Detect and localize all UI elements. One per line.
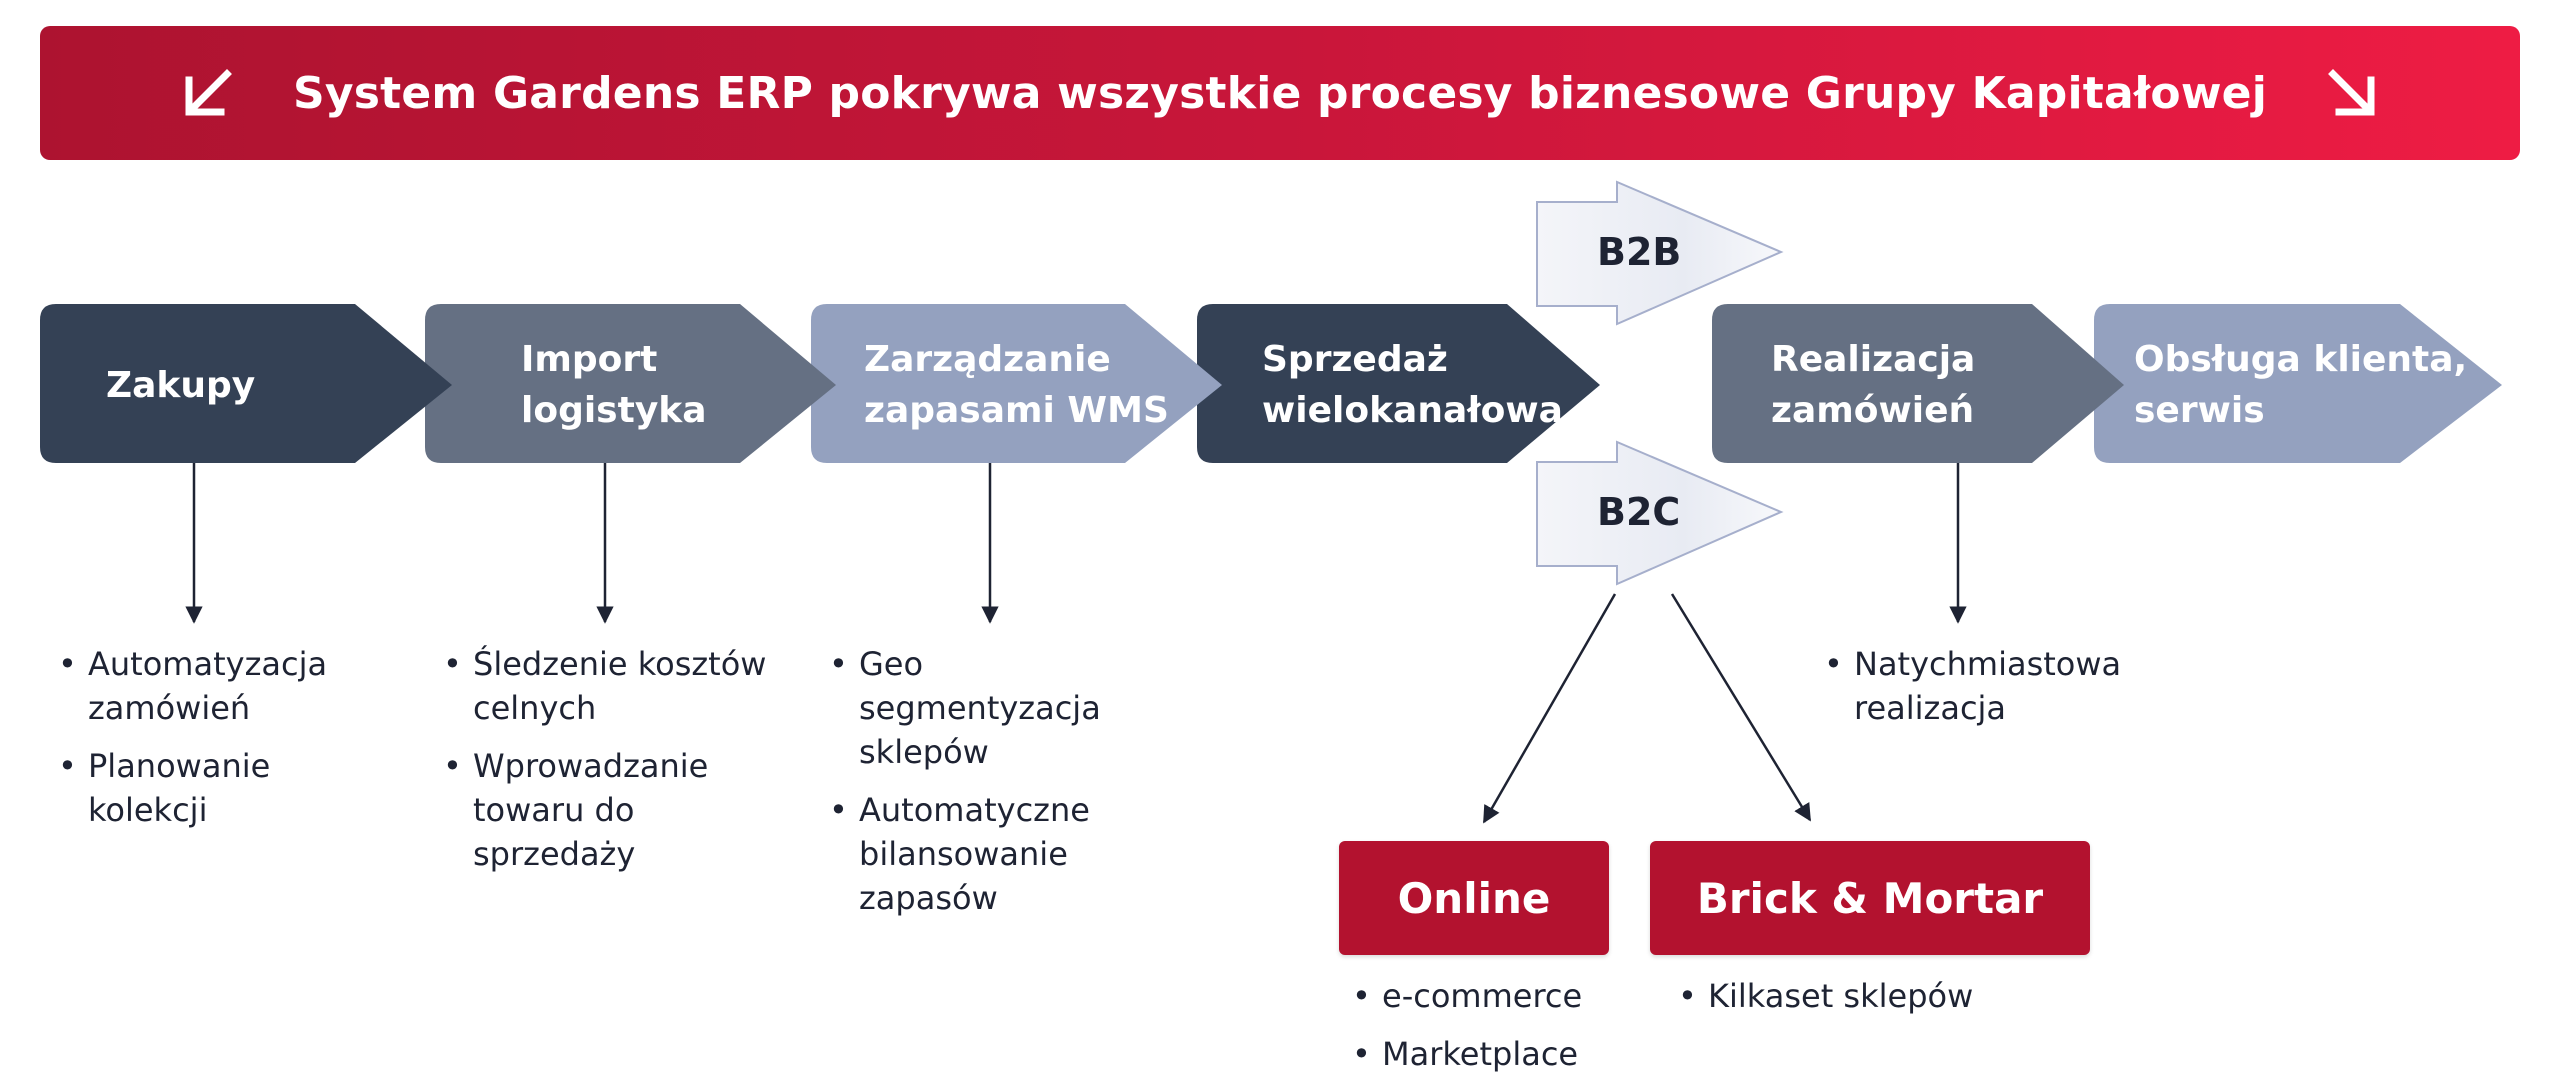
stage-label-wms: Zarządzanie zapasami WMS bbox=[864, 339, 1169, 431]
stage-wms bbox=[811, 304, 1222, 463]
list-item: Natychmiastowa realizacja bbox=[1824, 642, 2124, 730]
b2b-label: B2B bbox=[1597, 230, 1682, 274]
list-item: Kilkaset sklepów bbox=[1678, 974, 1998, 1018]
list-item: Planowanie kolekcji bbox=[58, 744, 378, 832]
stage-realizacja bbox=[1712, 304, 2124, 463]
details-online: e-commerce Marketplace bbox=[1352, 974, 1612, 1090]
connector-b2c-online bbox=[1482, 593, 1617, 824]
details-realizacja: Natychmiastowa realizacja bbox=[1824, 642, 2124, 744]
stage-obsluga-klienta bbox=[2094, 304, 2502, 463]
stage-import bbox=[425, 304, 836, 463]
banner-title: System Gardens ERP pokrywa wszystkie pro… bbox=[292, 67, 2268, 119]
list-item: Wprowadzanie towaru do sprzedaży bbox=[443, 744, 773, 876]
b2c-label: B2C bbox=[1597, 490, 1681, 534]
stage-label-realizacja: Realizacja zamówień bbox=[1771, 339, 1976, 431]
stage-zakupy bbox=[40, 304, 452, 463]
stage-label-sprzedaz: Sprzedaż wielokanałowa bbox=[1262, 339, 1563, 431]
stage-label-zakupy: Zakupy bbox=[106, 365, 256, 406]
stage-label-import: Import logistyka bbox=[521, 339, 707, 431]
stage-sprzedaz bbox=[1197, 304, 1600, 463]
header-banner: System Gardens ERP pokrywa wszystkie pro… bbox=[40, 26, 2520, 160]
list-item: Śledzenie kosztów celnych bbox=[443, 642, 773, 730]
list-item: Automatyzacja zamówień bbox=[58, 642, 378, 730]
stage-label-obsluga: Obsługa klienta, serwis bbox=[2134, 339, 2468, 431]
list-item: Marketplace bbox=[1352, 1032, 1612, 1076]
list-item: Geo segmentyzacja sklepów bbox=[829, 642, 1169, 774]
details-wms: Geo segmentyzacja sklepów Automatyczne b… bbox=[829, 642, 1169, 934]
details-zakupy: Automatyzacja zamówień Planowanie kolekc… bbox=[58, 642, 378, 846]
connector-b2c-brick bbox=[1670, 593, 1812, 822]
online-box: Online bbox=[1339, 841, 1609, 955]
list-item: Automatyczne bilansowanie zapasów bbox=[829, 788, 1169, 920]
arrow-down-right-icon bbox=[2328, 69, 2375, 116]
details-import: Śledzenie kosztów celnych Wprowadzanie t… bbox=[443, 642, 773, 890]
brick-mortar-box: Brick & Mortar bbox=[1650, 841, 2090, 955]
b2b-arrow bbox=[1536, 180, 1784, 326]
details-brick: Kilkaset sklepów bbox=[1678, 974, 1998, 1032]
b2c-arrow bbox=[1536, 440, 1784, 586]
list-item: e-commerce bbox=[1352, 974, 1612, 1018]
arrow-down-left-icon bbox=[185, 69, 232, 116]
